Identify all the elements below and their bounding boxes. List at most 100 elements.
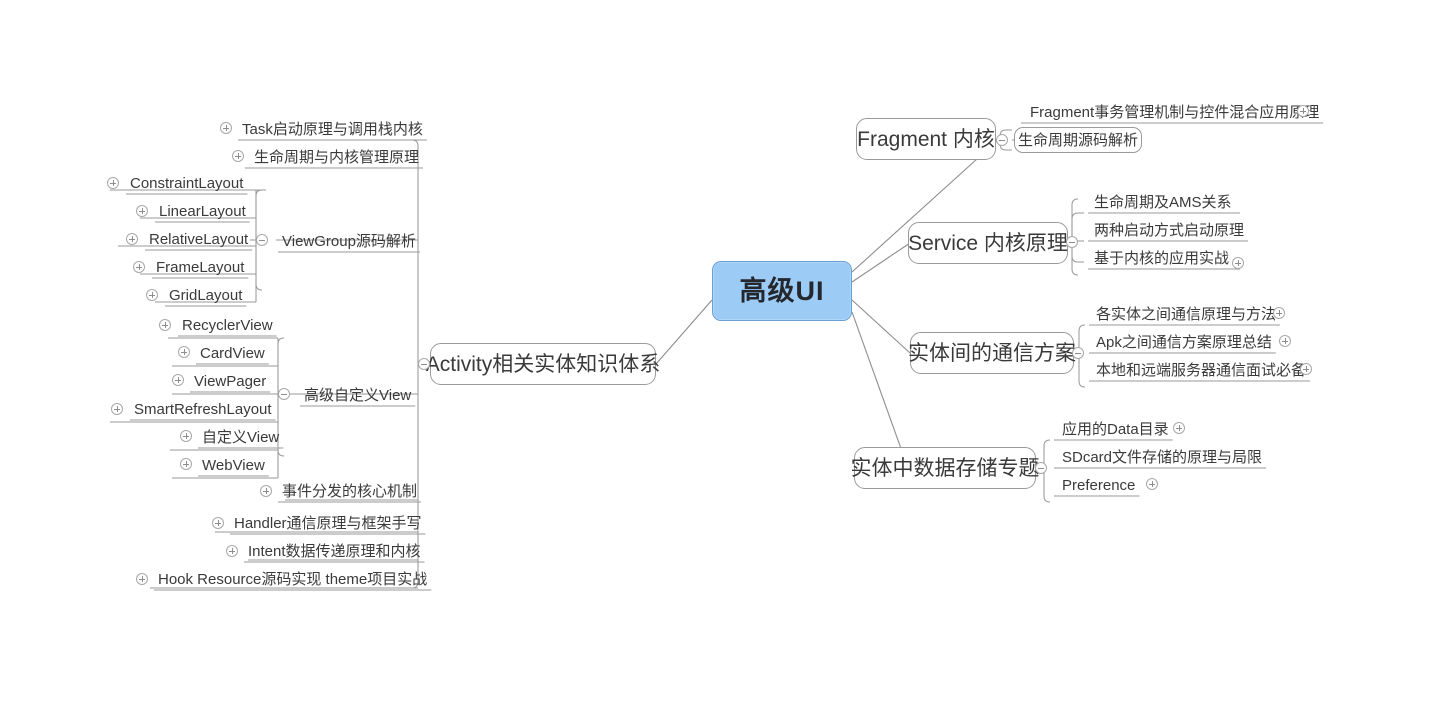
- storage-child-1[interactable]: SDcard文件存储的原理与局限: [1058, 446, 1266, 468]
- branch-activity[interactable]: Activity相关实体知识体系: [426, 343, 660, 385]
- activity-child-event-dispatch-label: 事件分发的核心机制: [282, 483, 418, 500]
- branch-communication-label: 实体间的通信方案: [908, 341, 1076, 365]
- toggle-gridlayout[interactable]: [146, 289, 158, 301]
- customview-child-cardview[interactable]: CardView: [196, 342, 269, 364]
- viewgroup-child-relativelayout-label: RelativeLayout: [149, 231, 249, 248]
- toggle-cardview[interactable]: [178, 346, 190, 358]
- toggle-hook-resource[interactable]: [136, 573, 148, 585]
- activity-child-handler[interactable]: Handler通信原理与框架手写: [230, 512, 426, 534]
- root-node[interactable]: 高级UI: [712, 261, 852, 321]
- communication-child-1[interactable]: Apk之间通信方案原理总结: [1092, 331, 1276, 353]
- service-child-1[interactable]: 两种启动方式启动原理: [1090, 219, 1248, 241]
- toggle-communication-child-1[interactable]: [1279, 335, 1291, 347]
- toggle-smartrefreshlayout[interactable]: [111, 403, 123, 415]
- toggle-intent[interactable]: [226, 545, 238, 557]
- communication-child-2[interactable]: 本地和远端服务器通信面试必备: [1092, 359, 1310, 381]
- communication-child-0[interactable]: 各实体之间通信原理与方法: [1092, 303, 1280, 325]
- activity-child-task[interactable]: Task启动原理与调用栈内核: [238, 118, 427, 140]
- viewgroup-child-linearlayout-label: LinearLayout: [159, 203, 246, 220]
- customview-child-customview-label: 自定义View: [202, 429, 280, 446]
- viewgroup-child-constraintlayout-label: ConstraintLayout: [130, 175, 244, 192]
- toggle-framelayout[interactable]: [133, 261, 145, 273]
- viewgroup-child-relativelayout[interactable]: RelativeLayout: [145, 228, 252, 250]
- toggle-service[interactable]: [1066, 236, 1078, 248]
- customview-child-recyclerview-label: RecyclerView: [182, 317, 273, 334]
- branch-service[interactable]: Service 内核原理: [908, 222, 1068, 264]
- branch-fragment[interactable]: Fragment 内核: [856, 118, 996, 160]
- branch-fragment-label: Fragment 内核: [857, 127, 995, 151]
- toggle-handler[interactable]: [212, 517, 224, 529]
- activity-child-lifecycle[interactable]: 生命周期与内核管理原理: [250, 146, 423, 168]
- toggle-group-viewgroup[interactable]: [256, 234, 268, 246]
- activity-child-task-label: Task启动原理与调用栈内核: [242, 121, 423, 138]
- activity-child-event-dispatch[interactable]: 事件分发的核心机制: [278, 480, 421, 502]
- communication-child-0-label: 各实体之间通信原理与方法: [1096, 306, 1277, 323]
- toggle-activity-child-task[interactable]: [220, 122, 232, 134]
- activity-child-intent[interactable]: Intent数据传递原理和内核: [244, 540, 425, 562]
- toggle-fragment-child-0[interactable]: [1297, 105, 1309, 117]
- customview-child-smartrefreshlayout[interactable]: SmartRefreshLayout: [130, 398, 276, 420]
- toggle-communication-child-0[interactable]: [1273, 307, 1285, 319]
- toggle-webview[interactable]: [180, 458, 192, 470]
- toggle-linearlayout[interactable]: [136, 205, 148, 217]
- toggle-communication[interactable]: [1072, 347, 1084, 359]
- toggle-relativelayout[interactable]: [126, 233, 138, 245]
- fragment-child-1[interactable]: 生命周期源码解析: [1014, 127, 1142, 153]
- storage-child-2-label: Preference: [1062, 477, 1136, 494]
- activity-child-hook-resource[interactable]: Hook Resource源码实现 theme项目实战: [154, 568, 431, 590]
- storage-child-2[interactable]: Preference: [1058, 474, 1139, 496]
- customview-child-viewpager-label: ViewPager: [194, 373, 267, 390]
- communication-child-2-label: 本地和远端服务器通信面试必备: [1096, 362, 1307, 379]
- branch-storage-label: 实体中数据存储专题: [850, 456, 1040, 480]
- toggle-group-customview[interactable]: [278, 388, 290, 400]
- viewgroup-child-constraintlayout[interactable]: ConstraintLayout: [126, 172, 247, 194]
- customview-child-viewpager[interactable]: ViewPager: [190, 370, 270, 392]
- group-viewgroup-label: ViewGroup源码解析: [282, 233, 416, 250]
- fragment-child-1-label: 生命周期源码解析: [1018, 131, 1139, 149]
- toggle-customview[interactable]: [180, 430, 192, 442]
- customview-child-customview[interactable]: 自定义View: [198, 426, 283, 448]
- storage-child-0-label: 应用的Data目录: [1062, 421, 1169, 438]
- viewgroup-child-gridlayout-label: GridLayout: [169, 287, 243, 304]
- toggle-event-dispatch[interactable]: [260, 485, 272, 497]
- branch-communication[interactable]: 实体间的通信方案: [908, 332, 1076, 374]
- group-customview-label: 高级自定义View: [304, 387, 412, 404]
- service-child-0-label: 生命周期及AMS关系: [1094, 194, 1232, 211]
- toggle-activity-child-lifecycle[interactable]: [232, 150, 244, 162]
- customview-child-smartrefreshlayout-label: SmartRefreshLayout: [134, 401, 272, 418]
- toggle-viewpager[interactable]: [172, 374, 184, 386]
- branch-service-label: Service 内核原理: [908, 231, 1068, 255]
- group-customview[interactable]: 高级自定义View: [300, 384, 415, 406]
- service-child-0[interactable]: 生命周期及AMS关系: [1090, 191, 1236, 213]
- viewgroup-child-framelayout[interactable]: FrameLayout: [152, 256, 248, 278]
- activity-child-intent-label: Intent数据传递原理和内核: [248, 543, 421, 560]
- toggle-storage-child-2[interactable]: [1146, 478, 1158, 490]
- viewgroup-child-gridlayout[interactable]: GridLayout: [165, 284, 246, 306]
- activity-child-handler-label: Handler通信原理与框架手写: [234, 515, 422, 532]
- storage-child-1-label: SDcard文件存储的原理与局限: [1062, 449, 1263, 466]
- branch-storage[interactable]: 实体中数据存储专题: [851, 447, 1040, 489]
- toggle-constraintlayout[interactable]: [107, 177, 119, 189]
- service-child-2[interactable]: 基于内核的应用实战: [1090, 247, 1233, 269]
- root-label: 高级UI: [739, 275, 825, 306]
- toggle-storage-child-0[interactable]: [1173, 422, 1185, 434]
- toggle-fragment[interactable]: [996, 134, 1008, 146]
- activity-child-hook-resource-label: Hook Resource源码实现 theme项目实战: [158, 571, 428, 588]
- toggle-service-child-2[interactable]: [1232, 257, 1244, 269]
- viewgroup-child-linearlayout[interactable]: LinearLayout: [155, 200, 250, 222]
- toggle-activity[interactable]: [418, 358, 430, 370]
- group-viewgroup[interactable]: ViewGroup源码解析: [278, 230, 420, 252]
- customview-child-webview[interactable]: WebView: [198, 454, 269, 476]
- toggle-recyclerview[interactable]: [159, 319, 171, 331]
- viewgroup-child-framelayout-label: FrameLayout: [156, 259, 245, 276]
- service-child-1-label: 两种启动方式启动原理: [1094, 222, 1245, 239]
- customview-child-recyclerview[interactable]: RecyclerView: [178, 314, 277, 336]
- fragment-child-0[interactable]: Fragment事务管理机制与控件混合应用原理: [1026, 101, 1323, 123]
- branch-activity-label: Activity相关实体知识体系: [425, 352, 661, 376]
- storage-child-0[interactable]: 应用的Data目录: [1058, 418, 1173, 440]
- communication-child-1-label: Apk之间通信方案原理总结: [1096, 334, 1272, 351]
- toggle-communication-child-2[interactable]: [1300, 363, 1312, 375]
- customview-child-cardview-label: CardView: [200, 345, 265, 362]
- toggle-storage[interactable]: [1035, 462, 1047, 474]
- fragment-child-0-label: Fragment事务管理机制与控件混合应用原理: [1030, 104, 1320, 121]
